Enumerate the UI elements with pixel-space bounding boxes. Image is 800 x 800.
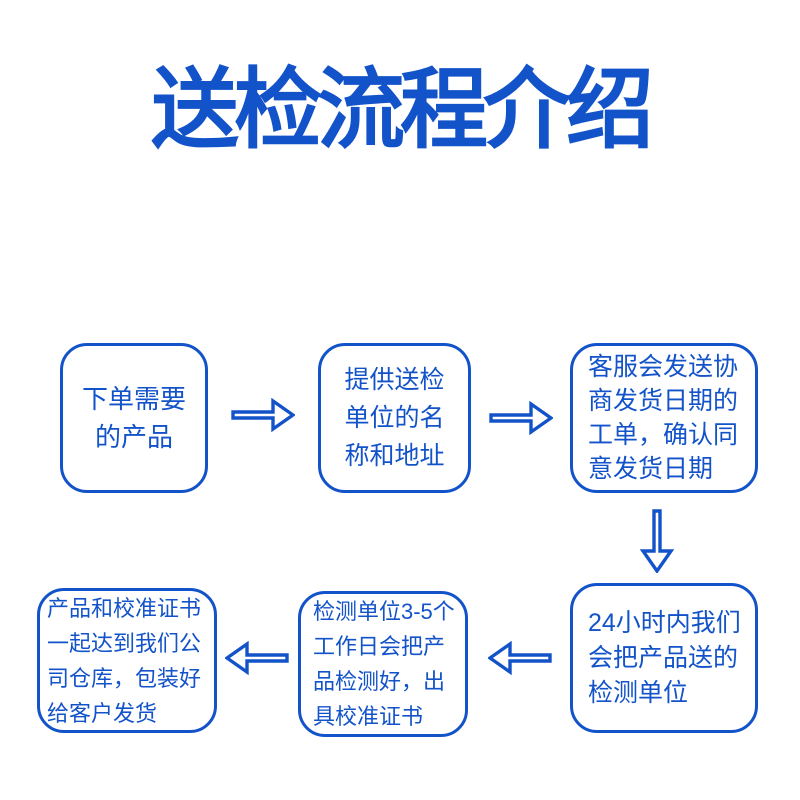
flow-step-2: 提供送检 单位的名 称和地址 [318,343,471,493]
arrow-right-icon [231,398,295,432]
flow-step-2-label: 提供送检 单位的名 称和地址 [344,366,445,470]
arrow-right-icon [489,401,553,435]
flow-step-1-label: 下单需要 的产品 [81,384,186,452]
arrow-left-icon [225,641,289,675]
flow-step-3: 客服会发送协 商发货日期的 工单，确认同 意发货日期 [570,343,758,493]
arrow-left-icon [488,641,552,675]
flow-step-5-label: 检测单位3-5个 工作日会把产 品检测好，出 具校准证书 [313,599,455,729]
flow-step-4-label: 24小时内我们 会把产品送的 检测单位 [588,608,741,707]
flow-step-6-label: 产品和校准证书 一起达到我们公 司仓库，包装好 给客户发货 [47,595,202,726]
flow-step-5: 检测单位3-5个 工作日会把产 品检测好，出 具校准证书 [298,591,468,737]
page-title: 送检流程介绍 [150,60,654,159]
flow-step-4: 24小时内我们 会把产品送的 检测单位 [570,583,758,733]
arrow-down-icon [640,509,674,573]
flow-step-3-label: 客服会发送协 商发货日期的 工单，确认同 意发货日期 [588,353,739,483]
flow-step-1: 下单需要 的产品 [60,343,208,493]
flow-step-6: 产品和校准证书 一起达到我们公 司仓库，包装好 给客户发货 [37,588,217,733]
